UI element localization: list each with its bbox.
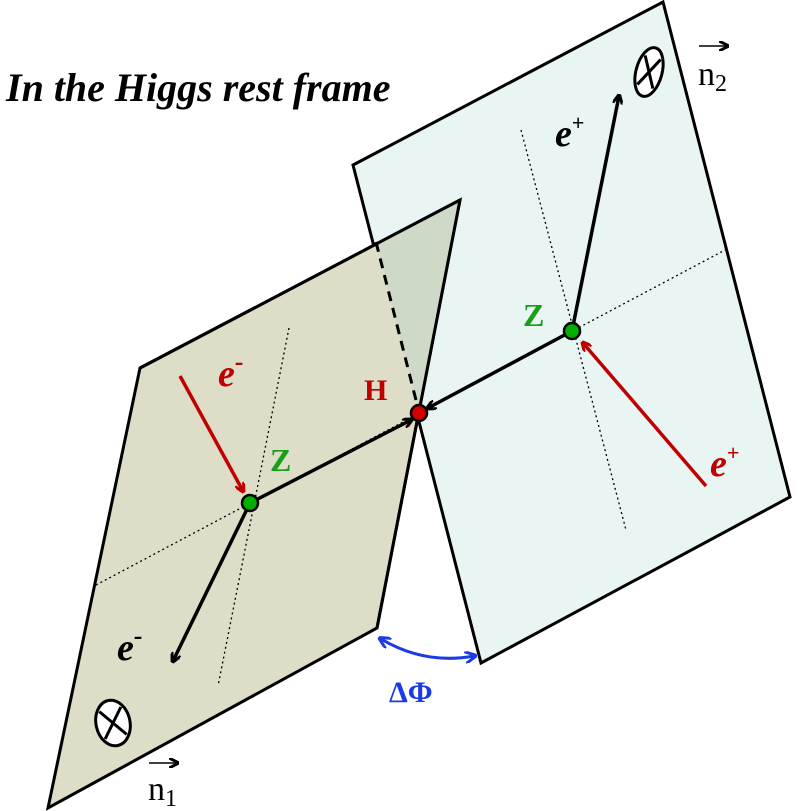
positron-outgoing-arrow xyxy=(570,96,619,332)
electron-outgoing-arrow xyxy=(173,502,252,661)
positron-incoming-arrow xyxy=(583,343,708,488)
svg-text:n2: n2 xyxy=(698,56,727,97)
positron-in-label: e+ xyxy=(710,440,739,485)
z-to-higgs-arrow xyxy=(249,420,411,505)
plane-overlap-region xyxy=(376,202,458,412)
diagram-title: In the Higgs rest frame xyxy=(5,65,390,110)
z-boson-right-dot xyxy=(562,321,582,341)
left-plane-axis-horizontal xyxy=(95,413,419,586)
electron-out-label: e- xyxy=(117,621,143,669)
higgs-dot xyxy=(409,403,429,423)
electron-in-label: e- xyxy=(218,347,244,395)
into-page-cross-icon xyxy=(94,698,132,748)
into-page-cross-icon xyxy=(633,46,665,98)
positron-out-label: e+ xyxy=(555,110,584,155)
left-plane-axis-vertical xyxy=(217,327,290,687)
plane-edge-top-left xyxy=(139,198,461,370)
electron-incoming-arrow xyxy=(178,375,243,491)
normal-vector-n2-label: n2 xyxy=(698,46,727,97)
z-to-higgs-arrow-right xyxy=(428,329,573,408)
higgs-label: H xyxy=(364,374,387,407)
plane-edge-hidden xyxy=(374,241,421,413)
svg-text:n1: n1 xyxy=(148,771,177,811)
delta-phi-label: ΔΦ xyxy=(389,676,433,709)
z-left-label: Z xyxy=(270,442,291,478)
z-boson-left-dot xyxy=(240,493,260,513)
delta-phi-arc xyxy=(381,639,474,658)
normal-vector-n1-label: n1 xyxy=(148,763,177,811)
z-right-label: Z xyxy=(523,297,544,333)
